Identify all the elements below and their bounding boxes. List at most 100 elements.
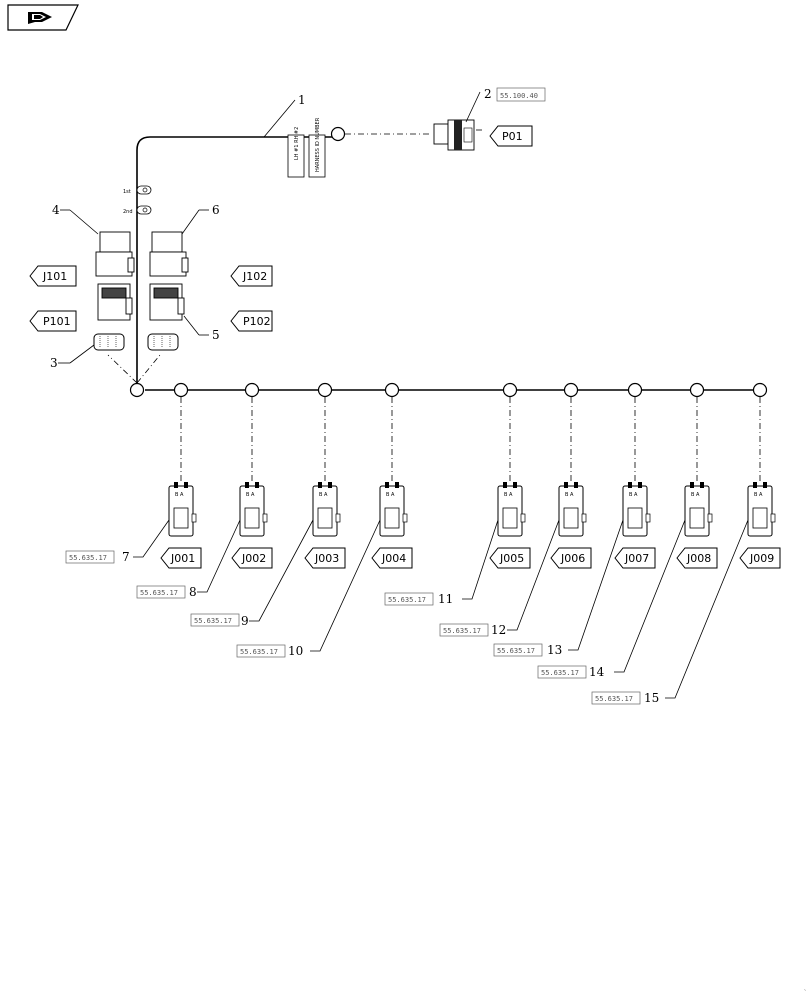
leader-line [665, 519, 749, 699]
tag-j006-text: J006 [560, 552, 585, 565]
corner-mark: ` [804, 990, 807, 996]
tag-p101: P101 [29, 310, 77, 332]
junction-j002 [244, 382, 260, 398]
part-ref: 55.635.17 [443, 627, 481, 635]
connector-j009: B A J009 55.635.17 15 [591, 482, 781, 705]
ref-box [384, 592, 434, 606]
item-number-5: 5 [212, 328, 220, 342]
item-number-6: 6 [212, 203, 220, 217]
connector-p01-body [433, 119, 482, 151]
connector-pin-text: B A [691, 492, 700, 498]
tag-j004: J004 [371, 547, 413, 569]
connector-j003: B A J003 55.635.17 9 [190, 482, 346, 628]
tag-j002: J002 [231, 547, 273, 569]
part-ref: 55.635.17 [388, 596, 426, 604]
item-number-12: 12 [491, 623, 506, 637]
ref-box [136, 585, 186, 599]
tag-j102-text: J102 [242, 270, 267, 283]
tag-j101: J101 [29, 265, 77, 287]
part-ref-2: 55.100.40 [500, 92, 538, 100]
item-number-10: 10 [288, 644, 303, 658]
part-ref: 55.635.17 [240, 648, 278, 656]
tag-p102-text: P102 [243, 315, 271, 328]
hand-pointer-icon [28, 12, 52, 24]
junction-main [129, 382, 145, 398]
tag-j008-text: J008 [686, 552, 711, 565]
tag-j008: J008 [676, 547, 718, 569]
leader-line [614, 519, 686, 673]
ref-box-2 [496, 87, 546, 102]
item-number-4: 4 [52, 203, 60, 217]
extension-taps: 1st 2nd [123, 185, 152, 215]
leader-line [249, 519, 314, 622]
ref-box [65, 550, 115, 564]
ref-box [439, 623, 489, 637]
seal-3-left [93, 333, 125, 351]
connector-pin-text: B A [754, 492, 763, 498]
connector-pin-text: B A [504, 492, 513, 498]
ext-2nd-label: 2nd [123, 209, 133, 215]
item-number-9: 9 [241, 614, 249, 628]
connector-j006: B A J006 55.635.17 12 [439, 482, 592, 637]
item-number-15: 15 [644, 691, 659, 705]
dashdot-links [107, 133, 432, 384]
connector-j102-body [149, 231, 189, 321]
drop-lines [180, 397, 761, 484]
tag-j005: J005 [489, 547, 531, 569]
tag-j006: J006 [550, 547, 592, 569]
ref-box [190, 613, 240, 627]
connector-group: B A J001 55.635.17 7 B A J002 55.635.17 8 B A J00… [65, 482, 781, 705]
tag-j102: J102 [230, 265, 273, 287]
item-number-14: 14 [589, 665, 605, 679]
part-ref: 55.635.17 [595, 695, 633, 703]
part-ref: 55.635.17 [140, 589, 178, 597]
connector-pin-text: B A [565, 492, 574, 498]
connector-j004: B A J004 55.635.17 10 [236, 482, 413, 658]
item-number-8: 8 [189, 585, 197, 599]
nav-button[interactable] [7, 4, 79, 31]
item-number-3: 3 [50, 356, 58, 370]
junction-j003 [317, 382, 333, 398]
junction-j004 [384, 382, 400, 398]
tag-j003-text: J003 [314, 552, 339, 565]
leader-line [197, 519, 241, 593]
junction-j001 [173, 382, 189, 398]
tag-j001: J001 [160, 547, 202, 569]
ref-box [236, 644, 286, 658]
harness-id-tag: HARNESS ID NUMBER [315, 117, 321, 172]
connector-pin-text: B A [319, 492, 328, 498]
harness-tags: LH #1 RH #2 HARNESS ID NUMBER [287, 117, 326, 178]
part-ref: 55.635.17 [194, 617, 232, 625]
item-number-7: 7 [122, 550, 130, 564]
item-number-1: 1 [298, 93, 306, 107]
tag-j009: J009 [739, 547, 781, 569]
connector-pin-text: B A [386, 492, 395, 498]
ref-box [591, 691, 641, 705]
tag-p01-text: P01 [502, 130, 523, 143]
tag-p102: P102 [230, 310, 273, 332]
junction-p01 [330, 126, 346, 142]
part-ref: 55.635.17 [497, 647, 535, 655]
junction-j009 [752, 382, 768, 398]
junction-j005 [502, 382, 518, 398]
leader-line [568, 519, 624, 651]
junction-j007 [627, 382, 643, 398]
tag-j005-text: J005 [499, 552, 524, 565]
item-number-13: 13 [547, 643, 562, 657]
main-wires [136, 136, 753, 391]
tag-p01: P01 [489, 125, 533, 147]
tag-j004-text: J004 [381, 552, 406, 565]
tag-j009-text: J009 [749, 552, 774, 565]
leader-line [507, 519, 560, 631]
ext-1st-label: 1st [123, 189, 131, 195]
connector-j101-body [95, 231, 135, 321]
junction-j008 [689, 382, 705, 398]
connector-pin-text: B A [629, 492, 638, 498]
leader-line [133, 519, 170, 558]
